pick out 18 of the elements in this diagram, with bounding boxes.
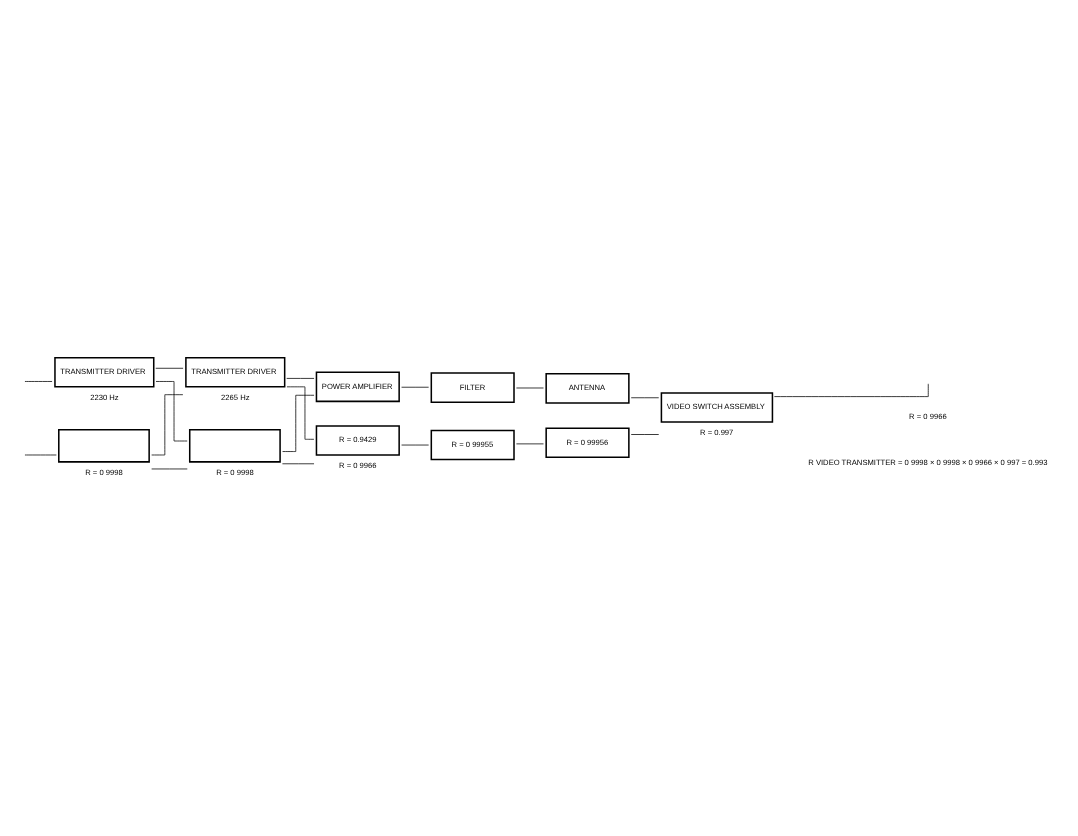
node-box (58, 427, 150, 462)
connector (401, 443, 430, 445)
connector (24, 453, 57, 455)
connector (516, 386, 544, 388)
connector (155, 366, 184, 368)
connector (630, 396, 660, 398)
connector (282, 393, 315, 451)
connector (630, 433, 660, 434)
connector (24, 380, 53, 381)
connector (286, 385, 315, 439)
connector (155, 380, 188, 441)
connector (282, 462, 315, 464)
connector (151, 393, 184, 455)
connector (286, 377, 315, 378)
connector (401, 385, 430, 387)
connector (516, 442, 544, 444)
connector (774, 382, 929, 396)
node-box (188, 427, 281, 462)
